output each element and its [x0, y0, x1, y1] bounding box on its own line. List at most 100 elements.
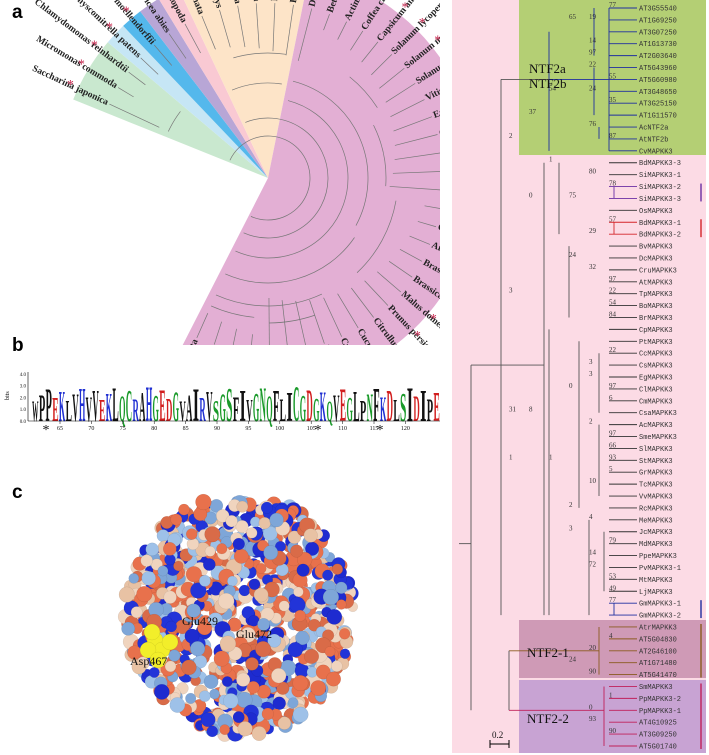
atom-sphere: [272, 696, 286, 711]
atom-sphere: [269, 512, 284, 528]
atom-sphere: [248, 578, 261, 590]
tree-branch: [255, 3, 260, 49]
logo-letter: K: [106, 384, 112, 430]
logo-x-tick: 70: [88, 426, 94, 432]
logo-letter: A: [139, 385, 145, 431]
bootstrap-value: 24: [589, 84, 597, 92]
bootstrap-value: 6: [609, 394, 613, 402]
tree-branch: [237, 5, 246, 48]
tree-branch: [196, 313, 209, 339]
gene-leaf-label: BrMAPKK3: [639, 315, 673, 323]
species-label: Zea mays: [203, 0, 223, 10]
clade-sector: [73, 42, 269, 178]
bootstrap-value: 66: [609, 441, 617, 449]
asterisk-marker: *: [434, 33, 440, 48]
gene-leaf-label: AT3G48650: [639, 89, 677, 97]
bootstrap-value: 3: [589, 370, 593, 378]
logo-letter: L: [112, 376, 118, 432]
species-label: Setaria italica: [222, 0, 242, 5]
atom-sphere: [294, 609, 307, 622]
logo-x-tick: 105: [307, 426, 316, 432]
gene-leaf-label: BdMAPKK3-3: [639, 160, 681, 168]
gene-leaf-label: AT1G11570: [639, 113, 677, 121]
logo-letter: I: [240, 381, 246, 431]
atom-sphere: [216, 543, 228, 555]
bootstrap-value: 2: [509, 132, 513, 140]
logo-x-tick: 90: [214, 426, 220, 432]
logo-letter: R: [199, 390, 206, 429]
tree-branch: [364, 280, 389, 306]
atom-sphere: [190, 582, 207, 599]
tree-arc: [269, 314, 315, 324]
gene-leaf-label: ClMAPKK3: [639, 386, 673, 394]
gene-leaf-label: GmMAPKK3-2: [639, 613, 681, 621]
gene-leaf-labels: AT3G55540AT1G69250AT3G07250AT1G13730AT2G…: [639, 6, 681, 752]
logo-letter: G: [253, 384, 259, 430]
tree-branch: [388, 261, 413, 278]
tree-arc: [231, 82, 282, 91]
tree-branch: [394, 152, 440, 160]
tree-branch: [323, 14, 330, 31]
bootstrap-value: 32: [589, 263, 597, 271]
logo-letter: G: [300, 388, 306, 430]
gene-leaf-label: AT1G13730: [639, 41, 677, 49]
logo-asterisk: *: [315, 423, 322, 438]
bootstrap-value: 0: [529, 191, 533, 199]
tree-arc: [233, 52, 287, 59]
residue-label-asp467: Asp467: [130, 654, 167, 668]
logo-letter: F: [233, 389, 239, 429]
bootstrap-value: 1: [609, 691, 613, 699]
atom-sphere: [164, 660, 177, 673]
bootstrap-value: 4: [609, 632, 613, 640]
logo-letter: I: [193, 379, 199, 432]
atom-sphere: [204, 545, 216, 557]
logo-letter: S: [213, 393, 219, 428]
tree-branch: [153, 44, 173, 66]
asterisk-marker: *: [91, 38, 98, 53]
gene-leaf-label: AT3G07250: [639, 29, 677, 37]
atom-sphere: [130, 606, 143, 619]
logo-letter: P: [360, 393, 366, 428]
tree-arc: [215, 293, 323, 307]
atom-sphere: [278, 600, 290, 612]
atom-sphere: [181, 659, 197, 676]
gene-leaf-label: OsMAPKK3: [639, 208, 673, 216]
tree-branch: [409, 235, 431, 245]
gene-leaf-label: AT5G01740: [639, 744, 677, 752]
asterisk-marker: *: [419, 16, 426, 31]
gene-leaf-label: SiMAPKK3-1: [639, 172, 681, 180]
bootstrap-value: 3: [569, 525, 573, 533]
bootstrap-value: 80: [589, 168, 597, 176]
atom-sphere: [255, 563, 267, 574]
atom-sphere: [163, 542, 177, 556]
gene-leaf-label: SiMAPKK3-3: [639, 196, 681, 204]
atom-sphere: [257, 617, 271, 631]
atom-sphere: [206, 725, 219, 738]
logo-letter: K: [380, 389, 386, 429]
tree-branch: [117, 87, 134, 98]
atom-sphere: [261, 707, 274, 721]
atom-sphere: [335, 581, 348, 594]
atom-sphere: [219, 635, 237, 652]
logo-letter: N: [260, 376, 266, 432]
asterisk-marker: *: [396, 344, 403, 345]
atom-sphere: [336, 599, 347, 610]
tree-arc: [373, 124, 387, 187]
atom-sphere: [232, 711, 245, 724]
atom-sphere: [164, 553, 176, 566]
highlighted-atom: [143, 623, 161, 641]
bootstrap-value: 55: [609, 72, 617, 80]
gene-leaf-label: AT5G04830: [639, 636, 677, 644]
logo-letter: L: [353, 382, 359, 431]
bootstrap-value: 1: [509, 453, 513, 461]
bootstrap-value: 0: [569, 382, 573, 390]
atom-sphere: [131, 659, 147, 675]
atom-sphere: [246, 527, 258, 539]
logo-x-tick: 95: [245, 426, 251, 432]
logo-letter: W: [32, 395, 38, 428]
logo-letter: V: [72, 385, 78, 430]
tree-branch: [392, 171, 440, 174]
gene-leaf-label: AT2G46100: [639, 648, 677, 656]
tree-arc: [229, 135, 311, 221]
